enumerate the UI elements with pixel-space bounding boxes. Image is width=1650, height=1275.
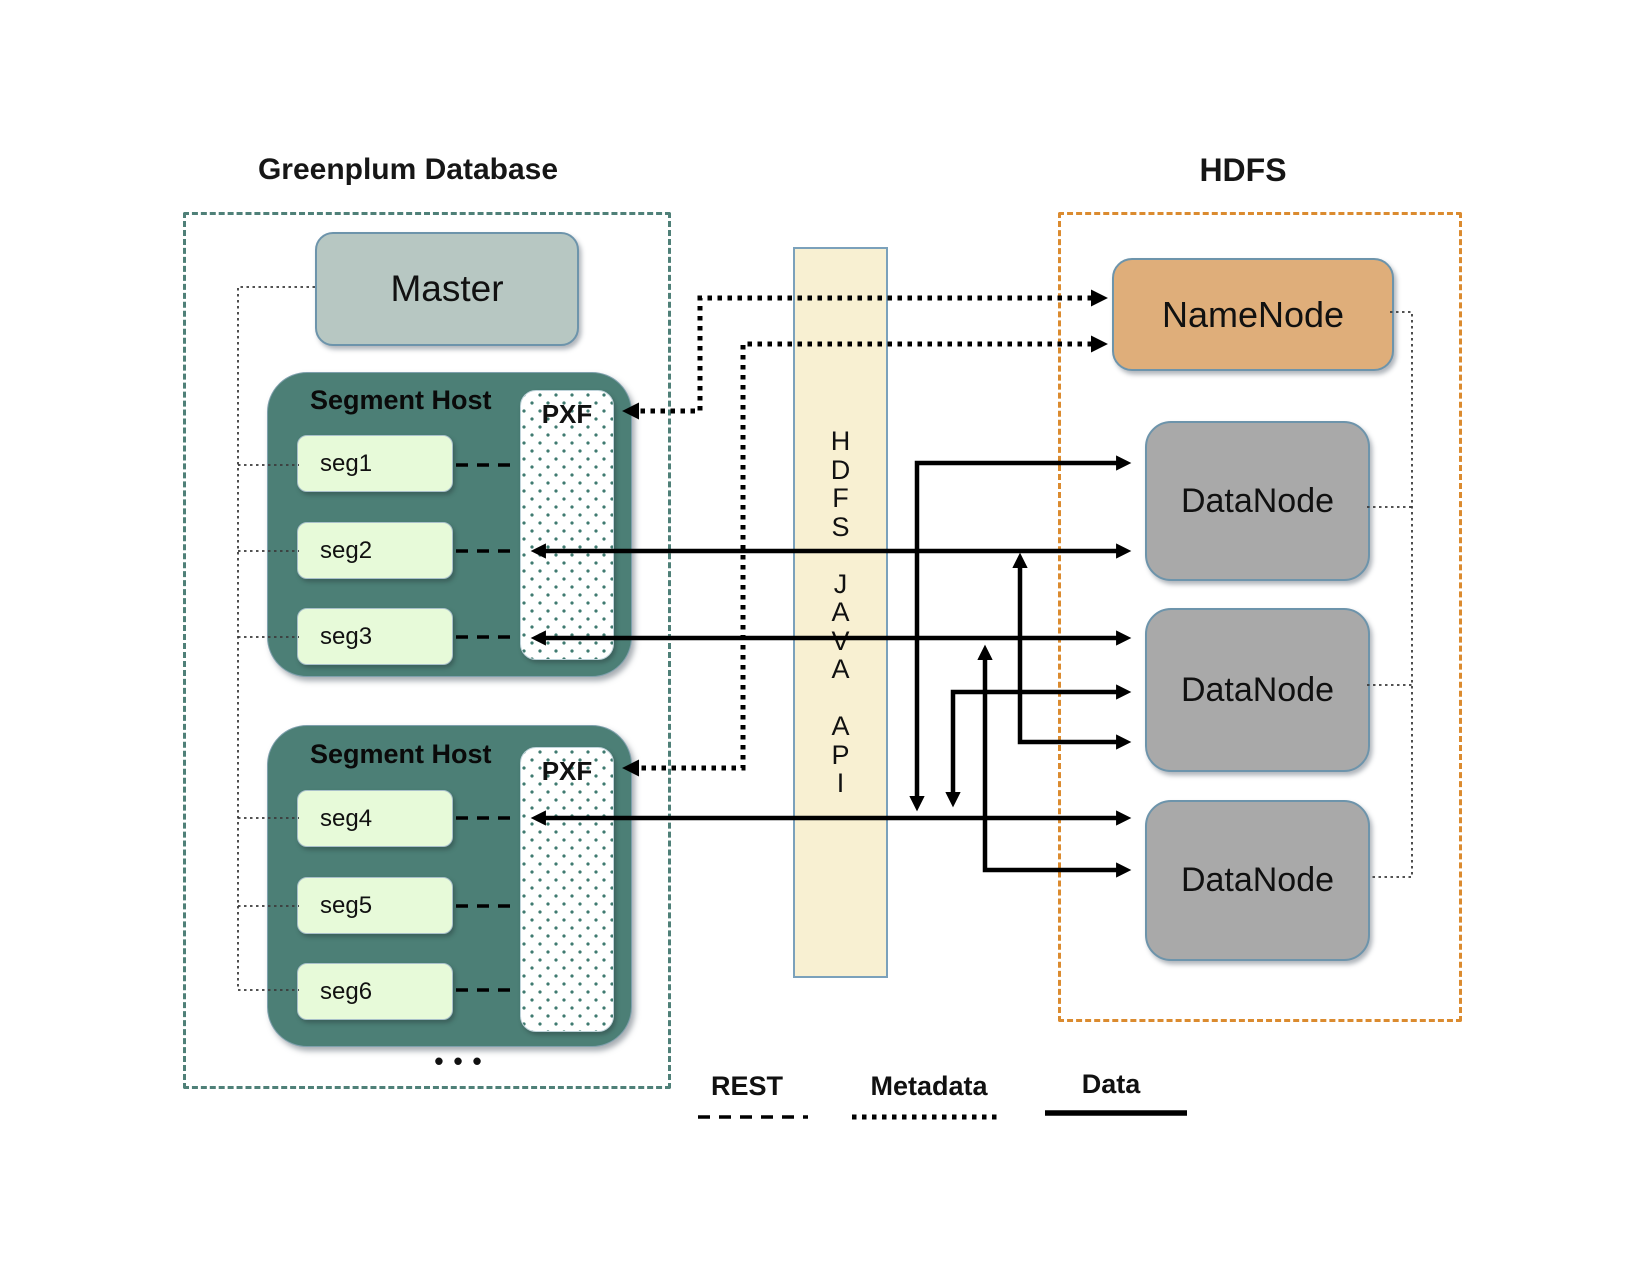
hdfs-java-api-bar: H D F S J A V A A P I <box>793 247 888 978</box>
more-segment-hosts-ellipsis: ••• <box>434 1046 492 1076</box>
namenode: NameNode <box>1112 258 1394 371</box>
hdfs-java-api-label: H D F S J A V A A P I <box>830 426 851 799</box>
seg3-label: seg3 <box>320 622 373 650</box>
master-node: Master <box>315 232 579 346</box>
segment-seg3: seg3 <box>297 608 453 665</box>
segment-seg6: seg6 <box>297 963 453 1020</box>
greenplum-title: Greenplum Database <box>257 153 559 186</box>
pxf-agent-1: PXF <box>520 390 614 660</box>
datanode-2-label: DataNode <box>1180 670 1335 709</box>
pxf-1-label: PXF <box>541 399 593 429</box>
pxf-2-label: PXF <box>541 756 593 786</box>
segment-seg4: seg4 <box>297 790 453 847</box>
seg4-label: seg4 <box>320 804 373 832</box>
datanode-1: DataNode <box>1145 421 1370 581</box>
legend-metadata-label: Metadata <box>870 1071 988 1101</box>
datanode-3: DataNode <box>1145 800 1370 961</box>
hdfs-title: HDFS <box>1199 152 1287 188</box>
seg1-label: seg1 <box>320 449 373 477</box>
datanode-1-label: DataNode <box>1180 481 1335 520</box>
master-label: Master <box>390 268 504 309</box>
pxf-agent-2: PXF <box>520 747 614 1032</box>
segment-seg5: seg5 <box>297 877 453 934</box>
segment-host-2-label: Segment Host <box>310 739 492 769</box>
segment-host-1-label: Segment Host <box>310 385 492 415</box>
datanode-3-label: DataNode <box>1180 861 1335 899</box>
segment-seg1: seg1 <box>297 435 453 492</box>
seg5-label: seg5 <box>320 891 373 919</box>
legend-data-label: Data <box>1081 1069 1141 1099</box>
segment-seg2: seg2 <box>297 522 453 579</box>
legend-lines <box>698 1110 1187 1120</box>
seg2-label: seg2 <box>320 536 373 564</box>
namenode-label: NameNode <box>1161 293 1345 335</box>
seg6-label: seg6 <box>320 977 373 1005</box>
datanode-2: DataNode <box>1145 608 1370 772</box>
legend-rest-label: REST <box>710 1071 783 1101</box>
